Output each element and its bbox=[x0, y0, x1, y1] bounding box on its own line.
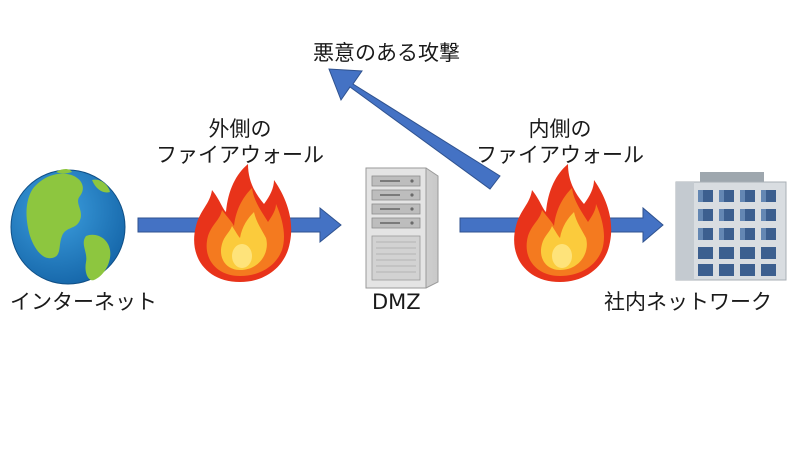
label-outer-firewall: 外側の ファイアウォール bbox=[150, 116, 330, 169]
label-inner-firewall-line2: ファイアウォール bbox=[476, 143, 644, 168]
label-dmz: DMZ bbox=[372, 290, 421, 314]
building-icon bbox=[675, 172, 787, 281]
label-outer-firewall-line2: ファイアウォール bbox=[156, 143, 324, 168]
server-icon bbox=[365, 167, 439, 289]
label-inner-firewall-line1: 内側の bbox=[528, 117, 592, 141]
label-malicious-attack: 悪意のある攻撃 bbox=[313, 41, 460, 65]
label-internal-network: 社内ネットワーク bbox=[604, 290, 772, 314]
label-internet: インターネット bbox=[10, 290, 157, 314]
arrow-malicious-attack bbox=[328, 68, 501, 190]
label-inner-firewall: 内側の ファイアウォール bbox=[470, 116, 650, 169]
globe-icon bbox=[10, 169, 126, 285]
label-outer-firewall-line1: 外側の bbox=[208, 117, 272, 141]
flame-icon bbox=[514, 164, 612, 282]
flame-icon bbox=[194, 164, 292, 282]
